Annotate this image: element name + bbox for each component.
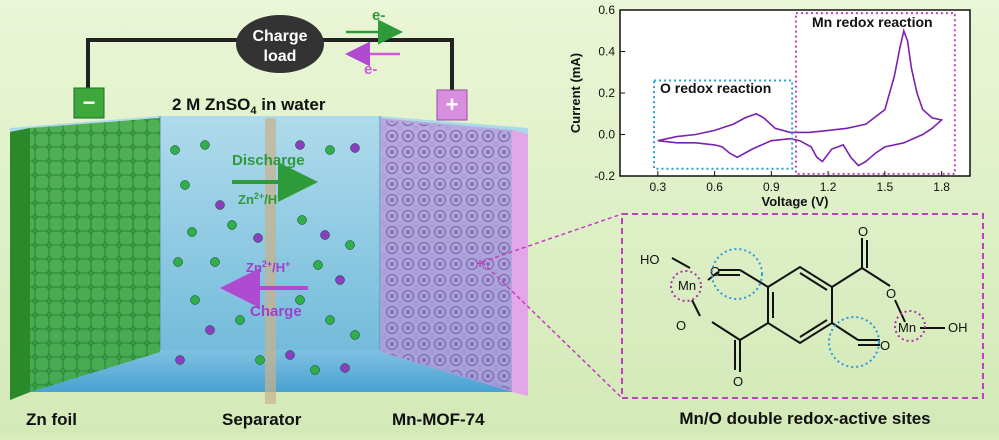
o-redox-label: O redox reaction — [660, 80, 771, 96]
positive-terminal-sign: + — [446, 92, 459, 117]
zn-ion — [325, 145, 335, 155]
zn-ion — [345, 240, 355, 250]
h-ion — [285, 350, 295, 360]
cv-series-line — [657, 28, 944, 167]
x-tick-label-1: 0.6 — [706, 180, 723, 194]
separator — [265, 118, 276, 404]
h-ion — [340, 363, 350, 373]
zn-ion — [200, 140, 210, 150]
zn-ion — [180, 180, 190, 190]
load-label-line2: load — [264, 48, 297, 65]
structure-box — [621, 213, 984, 399]
atom-mn-right: Mn — [898, 320, 916, 335]
zn-ion — [350, 330, 360, 340]
structure-panel: HO Mn O O O O Mn OH O O — [621, 213, 984, 399]
atom-o-4: O — [880, 338, 890, 353]
atom-ho-left: HO — [640, 252, 660, 267]
charge-label: Charge — [250, 303, 302, 320]
atom-o-3: O — [886, 286, 896, 301]
atom-o-5: O — [733, 374, 743, 389]
x-tick-label-4: 1.5 — [877, 180, 894, 194]
y-tick-label-3: 0.0 — [598, 128, 615, 142]
h-ion — [350, 143, 360, 153]
y-tick-label-0: 0.6 — [598, 3, 615, 17]
o-redox-box — [653, 79, 794, 170]
load-label-line1: Charge — [252, 28, 307, 45]
separator-label: Separator — [222, 410, 302, 429]
negative-terminal-sign: − — [83, 90, 96, 115]
zn-ion — [310, 365, 320, 375]
o-site-top — [711, 248, 763, 300]
x-tick-label-3: 1.2 — [820, 180, 837, 194]
zn-ion — [235, 315, 245, 325]
y-tick-label-4: -0.2 — [594, 169, 615, 183]
zn-ion — [187, 227, 197, 237]
h-ion — [335, 275, 345, 285]
atom-o-6: O — [676, 318, 686, 333]
atom-mn-left: Mn — [678, 278, 696, 293]
h-ion — [175, 355, 185, 365]
atom-oh-right: OH — [948, 320, 968, 335]
anode-label: Zn foil — [26, 410, 77, 429]
zn-ion — [170, 145, 180, 155]
x-tick-label-2: 0.9 — [763, 180, 780, 194]
x-axis-label: Voltage (V) — [762, 194, 829, 209]
benzene-ring — [671, 238, 945, 372]
h-ion — [215, 200, 225, 210]
atom-o-1: O — [710, 264, 720, 279]
h-ion — [205, 325, 215, 335]
discharge-label: Discharge — [232, 152, 305, 169]
h-ion — [295, 140, 305, 150]
electron-in-label: e- — [364, 61, 377, 78]
y-axis-label: Current (mA) — [568, 53, 583, 133]
h-ion — [320, 230, 330, 240]
mn-redox-label: Mn redox reaction — [812, 14, 933, 30]
x-tick-label-5: 1.8 — [933, 180, 950, 194]
zn-ion — [295, 295, 305, 305]
atom-o-2: O — [858, 224, 868, 239]
x-tick-label-0: 0.3 — [649, 180, 666, 194]
zn-ion — [325, 315, 335, 325]
cv-chart: 0.3 0.6 0.9 1.2 1.5 1.8 0.6 0.4 0.2 0.0 -0.2 O red… — [568, 3, 971, 209]
h-ion — [253, 233, 263, 243]
charge-load — [236, 15, 324, 73]
negative-terminal — [73, 87, 105, 119]
zn-ion — [227, 220, 237, 230]
electrolyte-label: 2 M ZnSO4 in water — [172, 95, 326, 117]
electron-out-label: e- — [372, 7, 385, 24]
structure-title: Mn/O double redox-active sites — [679, 409, 930, 428]
zn-ion — [210, 257, 220, 267]
positive-terminal — [436, 89, 468, 121]
wire-left — [86, 38, 238, 90]
cathode-label: Mn-MOF-74 — [392, 410, 485, 429]
zn-ion — [173, 257, 183, 267]
wire-right — [322, 38, 454, 92]
zn-ion — [313, 260, 323, 270]
ions — [170, 140, 360, 375]
y-tick-label-1: 0.4 — [598, 45, 615, 59]
zn-ion — [190, 295, 200, 305]
o-site-bottom — [828, 316, 880, 368]
svg-text:+: + — [476, 255, 484, 271]
mn-site-left — [670, 270, 702, 302]
zn-ion — [297, 215, 307, 225]
mn-site-right — [894, 310, 926, 342]
y-tick-label-2: 0.2 — [598, 86, 615, 100]
discharge-ion-label: Zn2+/H+ — [238, 191, 282, 207]
zn-ion — [255, 355, 265, 365]
